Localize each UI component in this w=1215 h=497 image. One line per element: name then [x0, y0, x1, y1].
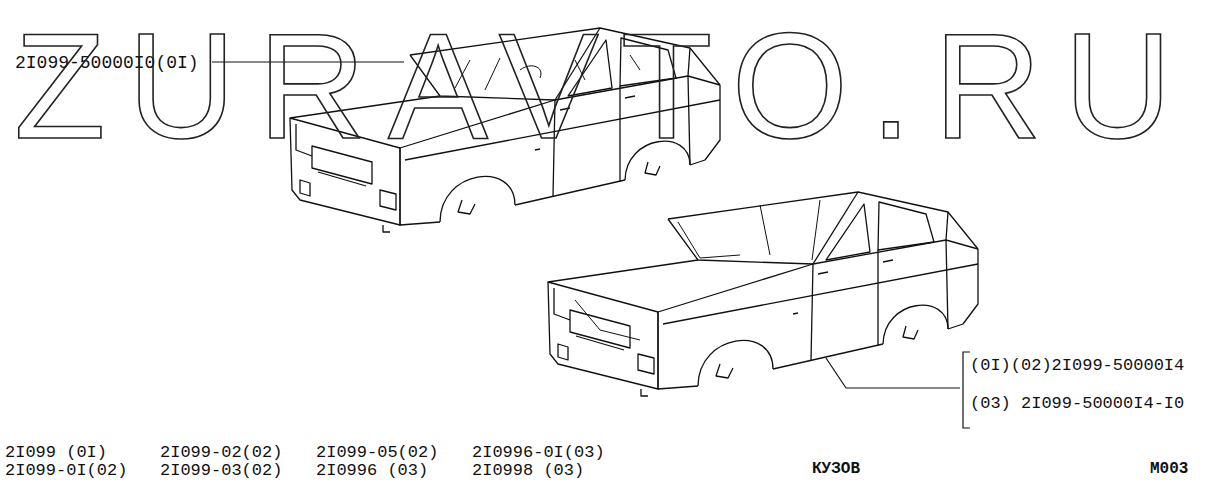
model-code: 2I099-05(02) — [316, 444, 438, 461]
model-code: 2I099-0I(02) — [5, 462, 127, 479]
model-code: 2I099-03(02) — [160, 462, 282, 479]
model-code: 2I0998 (03) — [472, 462, 584, 479]
frame-details — [575, 200, 820, 340]
model-code: 2I099 (0I) — [5, 444, 107, 461]
section-title: КУЗОВ — [812, 461, 860, 477]
part-number: (03) 2I099-50000I4-I0 — [970, 395, 1184, 412]
part-number: (0I)(02)2I099-50000I4 — [970, 357, 1184, 374]
watermark: ZURAVTO.RU — [14, 11, 1194, 161]
car-body-frame — [548, 192, 978, 396]
model-code: 2I0996-0I(03) — [472, 444, 605, 461]
model-code: 2I099-02(02) — [160, 444, 282, 461]
page-number: M003 — [1150, 461, 1188, 477]
model-code: 2I0996 (03) — [316, 462, 428, 479]
